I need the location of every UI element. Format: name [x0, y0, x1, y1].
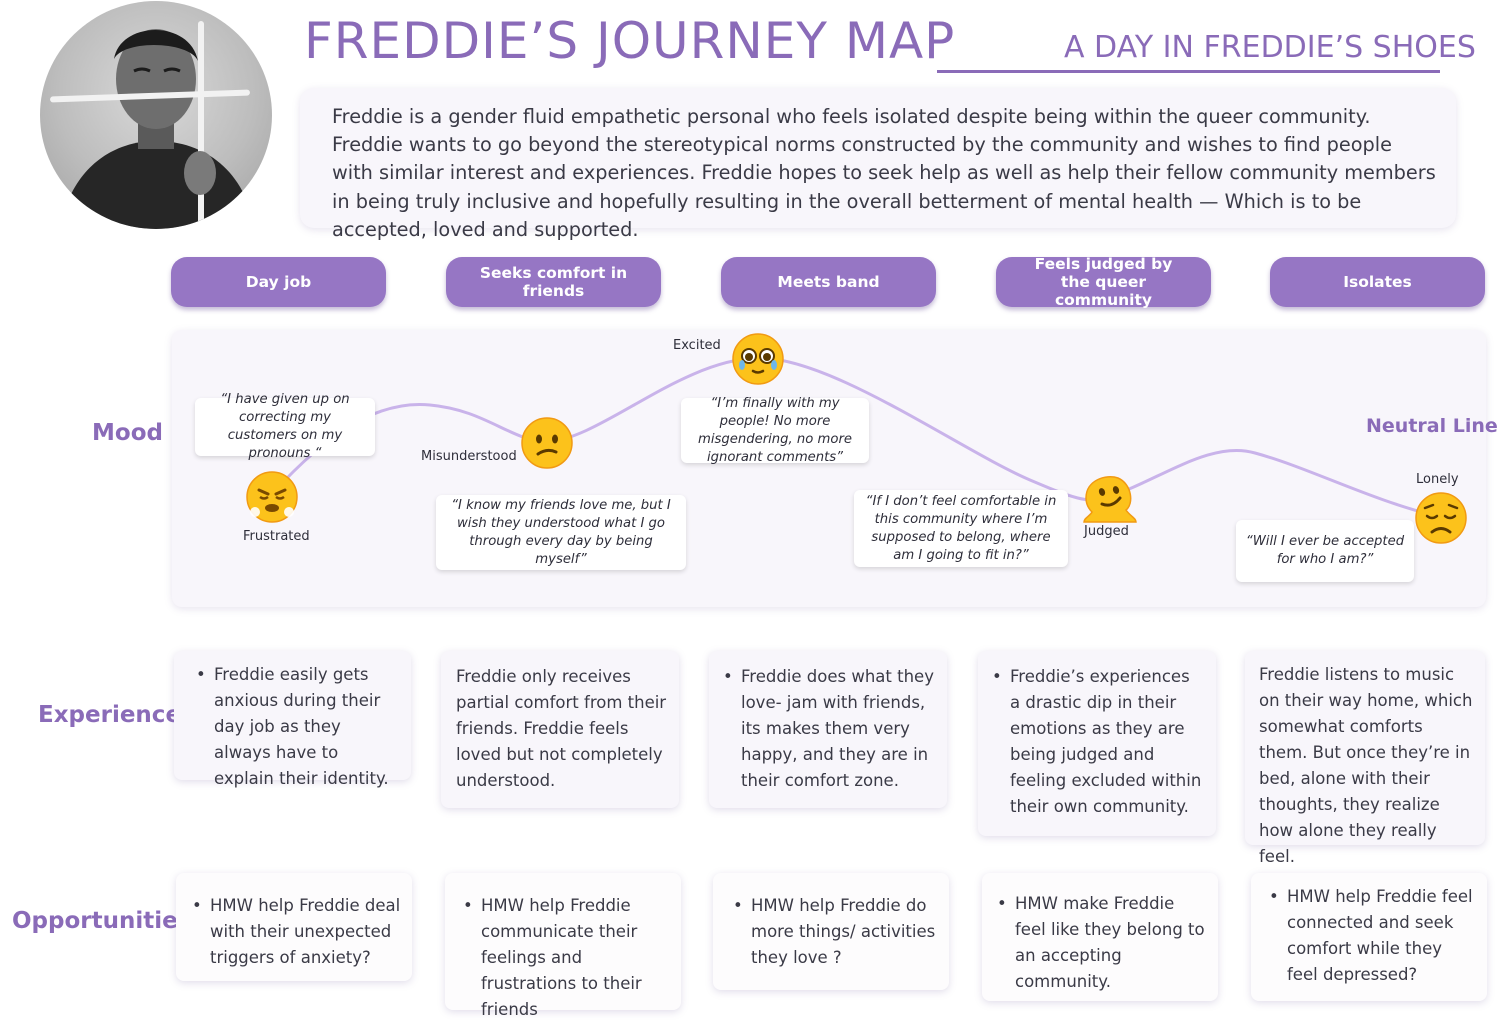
experience-text: Freddie only receives partial comfort fr…	[456, 667, 667, 790]
experience-text: Freddie listens to music on their way ho…	[1259, 665, 1473, 866]
emotion-label-misunderstood: Misunderstood	[421, 449, 517, 464]
quote-lonely: “Will I ever be accepted for who I am?”	[1236, 520, 1414, 582]
experience-card-feels-judged: Freddie’s experiences a drastic dip in t…	[978, 651, 1216, 836]
row-label-experience: Experience	[38, 702, 182, 728]
experience-text: Freddie’s experiences a drastic dip in t…	[992, 664, 1204, 820]
opportunity-text: HMW make Freddie feel like they belong t…	[997, 891, 1208, 995]
experience-card-day-job: Freddie easily gets anxious during their…	[174, 651, 411, 788]
emotion-label-judged: Judged	[1084, 524, 1129, 539]
experience-text: Freddie easily gets anxious during their…	[196, 662, 399, 792]
mood-curve	[270, 356, 1442, 519]
stage-seeks-comfort: Seeks comfort in friends	[446, 257, 661, 307]
stage-feels-judged: Feels judged by the queer community	[996, 255, 1211, 309]
quote-frustrated: “I have given up on correcting my custom…	[195, 392, 375, 461]
quote-misunderstood: “I know my friends love me, but I wish t…	[436, 495, 686, 570]
opportunity-text: HMW help Freddie feel connected and seek…	[1269, 884, 1477, 988]
opportunity-card-day-job: HMW help Freddie deal with their unexpec…	[176, 873, 412, 981]
quote-excited: “I’m finally with my people! No more mis…	[681, 396, 869, 465]
melting-face-icon	[1083, 476, 1137, 523]
stage-meets-band: Meets band	[721, 257, 936, 307]
opportunity-card-seeks-comfort: HMW help Freddie communicate their feeli…	[445, 873, 681, 1019]
quote-judged: “If I don’t feel comfortable in this com…	[854, 490, 1068, 567]
experience-card-seeks-comfort: Freddie only receives partial comfort fr…	[441, 651, 679, 808]
excited-face-icon	[732, 333, 784, 385]
page-subtitle: A DAY IN FREDDIE’S SHOES	[1064, 30, 1476, 65]
frustrated-face-icon	[246, 471, 298, 523]
opportunity-card-meets-band: HMW help Freddie do more things/ activit…	[713, 873, 949, 990]
persona-photo	[40, 1, 272, 229]
opportunity-text: HMW help Freddie deal with their unexpec…	[192, 893, 402, 971]
stage-isolates: Isolates	[1270, 257, 1485, 307]
opportunity-text: HMW help Freddie do more things/ activit…	[733, 893, 939, 971]
experience-card-meets-band: Freddie does what they love- jam with fr…	[709, 651, 947, 808]
page-title: FREDDIE’S JOURNEY MAP	[304, 12, 956, 70]
sad-face-icon	[1415, 492, 1467, 544]
row-label-mood: Mood	[92, 420, 163, 446]
title-underline	[937, 70, 1440, 73]
experience-text: Freddie does what they love- jam with fr…	[723, 664, 935, 794]
row-label-opportunities: Opportunities	[12, 908, 192, 934]
opportunity-card-isolates: HMW help Freddie feel connected and seek…	[1251, 873, 1487, 1001]
emotion-label-lonely: Lonely	[1416, 472, 1459, 487]
opportunity-card-feels-judged: HMW make Freddie feel like they belong t…	[982, 873, 1218, 1001]
neutral-line-label: Neutral Line	[1366, 415, 1498, 437]
emotion-label-excited: Excited	[673, 338, 721, 353]
persona-illustration	[50, 21, 255, 229]
emotion-label-frustrated: Frustrated	[243, 529, 310, 544]
confused-face-icon	[521, 417, 573, 469]
persona-intro: Freddie is a gender fluid empathetic per…	[300, 88, 1456, 241]
stage-day-job: Day job	[171, 257, 386, 307]
opportunity-text: HMW help Freddie communicate their feeli…	[463, 893, 671, 1023]
experience-card-isolates: Freddie listens to music on their way ho…	[1245, 651, 1485, 866]
